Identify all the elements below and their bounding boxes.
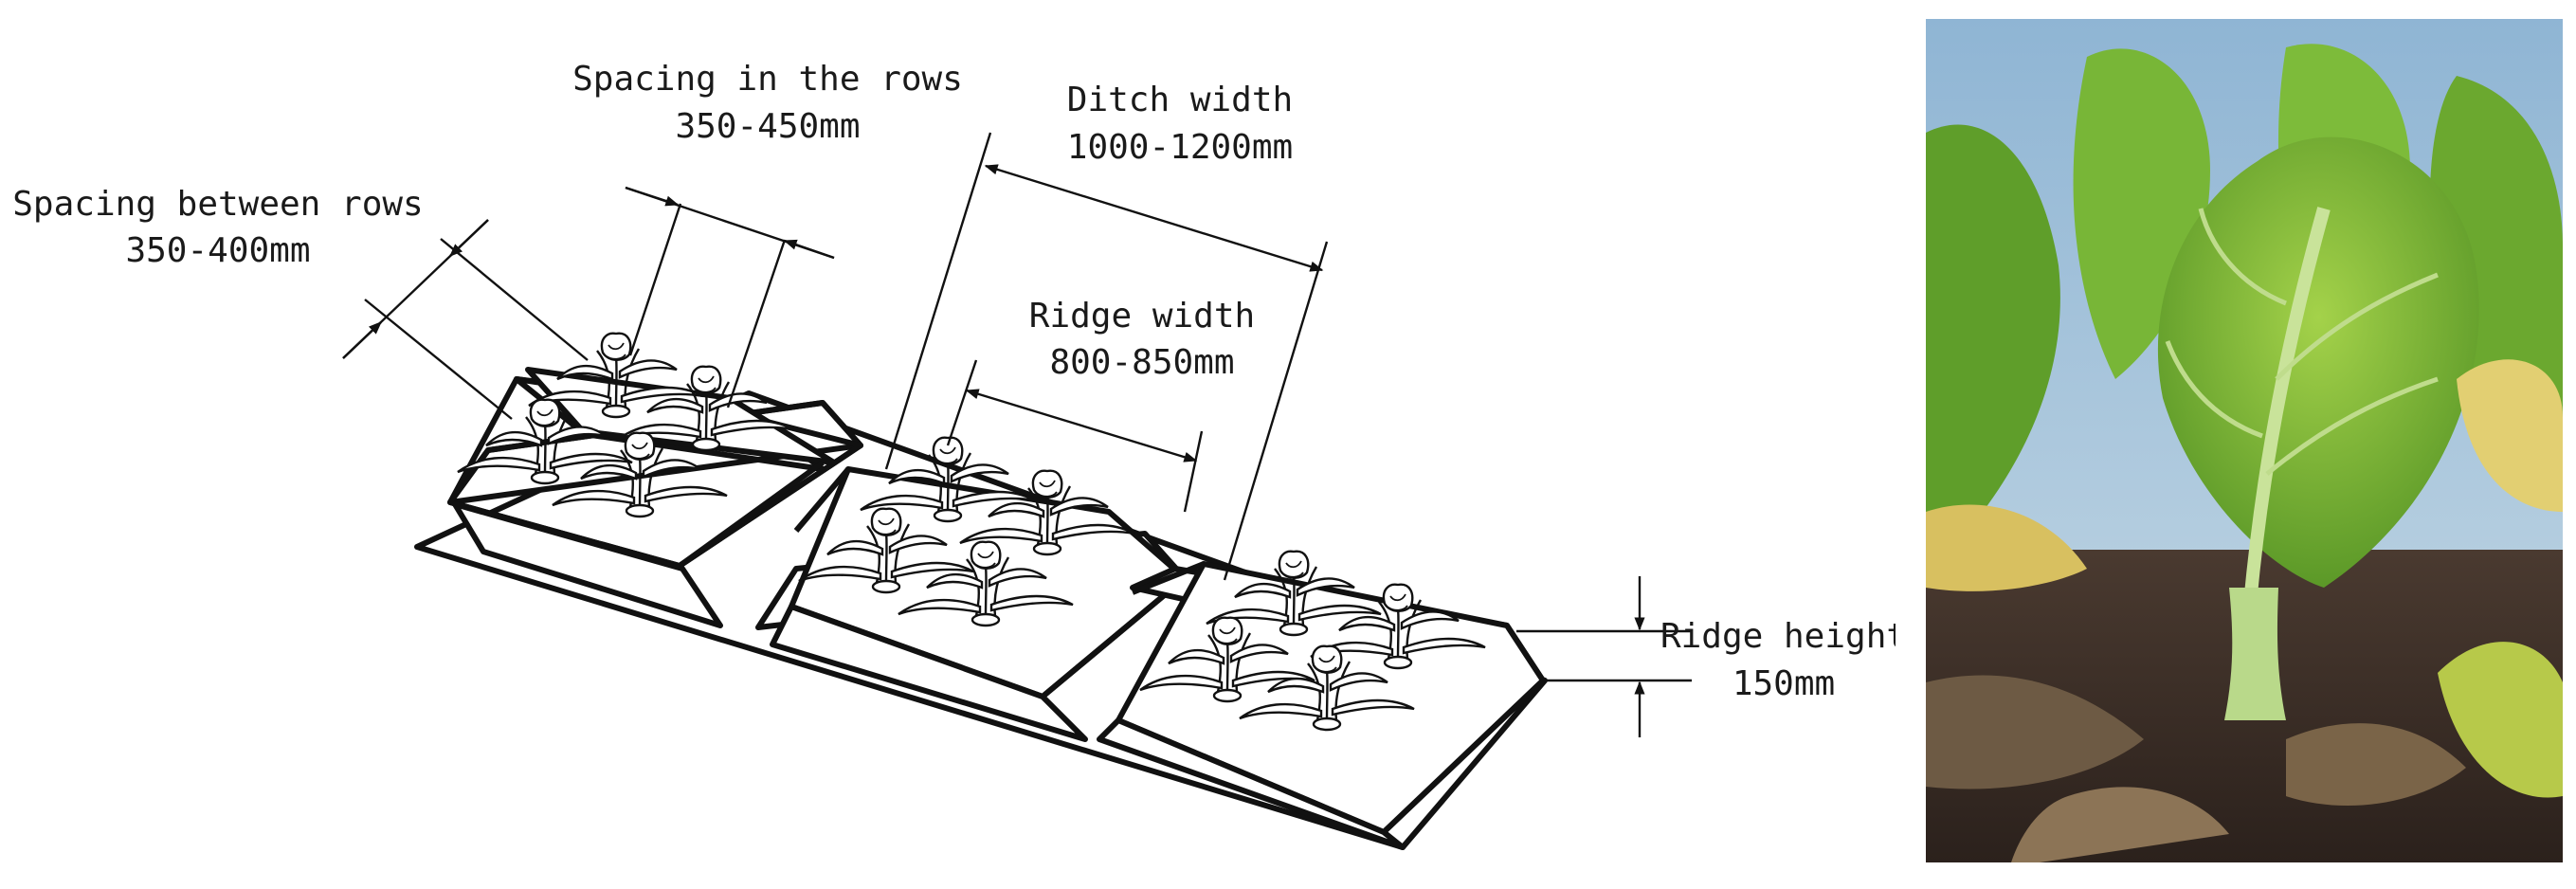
labels: Spacing in the rows 350-450mm Spacing be…	[12, 60, 1896, 703]
dimension-lines	[342, 132, 1692, 737]
label-ridge-width-title: Ridge width	[1029, 297, 1255, 336]
label-spacing-in-rows-title: Spacing in the rows	[572, 60, 963, 99]
stem	[2224, 588, 2286, 720]
label-ditch-width-value: 1000-1200mm	[1067, 128, 1293, 167]
dim-line-ridge-width	[965, 389, 1198, 463]
label-ditch-width-title: Ditch width	[1067, 81, 1293, 119]
ridge-planting-diagram: Spacing in the rows 350-450mm Spacing be…	[12, 60, 1896, 850]
mustard-plant-photo	[1926, 19, 2563, 862]
label-spacing-in-rows-value: 350-450mm	[675, 107, 860, 146]
label-ridge-width-value: 800-850mm	[1049, 343, 1234, 382]
dim-line-ditch-width	[984, 164, 1324, 272]
label-ridge-height-title: Ridge height	[1660, 617, 1896, 656]
label-ridge-height-value: 150mm	[1732, 664, 1835, 703]
label-spacing-between-rows-title: Spacing between rows	[12, 185, 423, 224]
main-leaf	[2157, 136, 2479, 588]
label-spacing-between-rows-value: 350-400mm	[125, 231, 310, 270]
